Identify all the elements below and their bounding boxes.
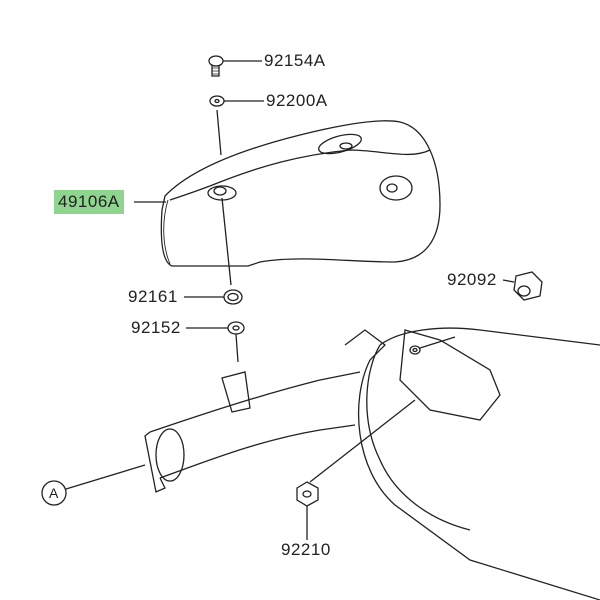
washer-92200a <box>209 95 264 156</box>
part-label-92152[interactable]: 92152 <box>131 318 181 337</box>
part-label-92200a[interactable]: 92200A <box>266 91 328 110</box>
heat-guard-49106a <box>134 120 441 286</box>
nut-92210 <box>296 399 416 540</box>
grommet-92161 <box>184 289 243 305</box>
muffler <box>344 327 600 600</box>
part-label-49106a[interactable]: 49106A <box>54 190 124 214</box>
rubber-damper-92092 <box>502 271 543 301</box>
reference-marker-label: A <box>49 485 59 501</box>
part-label-92161[interactable]: 92161 <box>128 287 178 306</box>
exhaust-pipe <box>144 371 361 493</box>
part-label-92210[interactable]: 92210 <box>281 540 331 559</box>
part-label-92092[interactable]: 92092 <box>447 270 497 289</box>
reference-marker-a <box>41 464 146 506</box>
collar-92152 <box>186 321 245 363</box>
bolt-92154a <box>208 55 262 77</box>
part-label-92154a[interactable]: 92154A <box>264 51 326 70</box>
